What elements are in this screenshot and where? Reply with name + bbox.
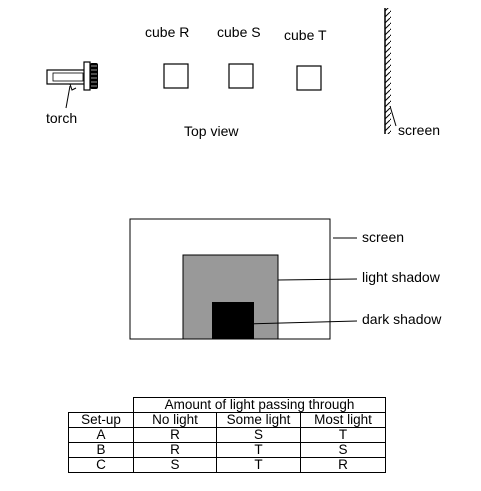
light-shadow-pointer [277,278,358,281]
table-cell: T [300,427,386,443]
table-row: B R T S [68,442,386,458]
table-cell: S [300,442,386,458]
table-cell: R [133,442,217,458]
screen-top-pointer [389,105,397,127]
table-cell: B [68,442,134,458]
table-header-row: Amount of light passing through [68,397,386,413]
torch-label: torch [46,110,77,126]
light-shadow-label: light shadow [362,269,441,285]
dark-shadow-pointer [244,320,358,325]
cube-r-label: cube R [145,24,189,40]
table-col-header: Set-up [68,412,134,428]
table-cell: S [133,457,217,473]
table-cell: C [68,457,134,473]
cube-t-label: cube T [284,27,327,43]
dark-shadow [212,302,254,339]
table-cell: R [300,457,386,473]
table-cell: T [216,442,301,458]
torch-icon [46,61,98,91]
table-corner-cell [68,397,134,413]
cube-t: cube T [284,27,327,91]
torch-pointer [65,85,71,109]
screen-front-label: screen [362,229,404,245]
table-row: A R S T [68,427,386,443]
table-col-header: Most light [300,412,386,428]
cube-s-label: cube S [217,24,261,40]
cube-r: cube R [145,24,189,89]
dark-shadow-label: dark shadow [362,311,442,327]
table-cell: T [216,457,301,473]
screen-top-view [384,8,391,134]
results-table: Amount of light passing through Set-up N… [68,397,386,473]
top-view-caption: Top view [184,123,239,139]
screen-top-label: screen [398,122,440,138]
table-col-header: No light [133,412,217,428]
table-row: C S T R [68,457,386,473]
table-cell: S [216,427,301,443]
table-cell: A [68,427,134,443]
table-span-header: Amount of light passing through [133,397,386,413]
table-column-row: Set-up No light Some light Most light [68,412,386,428]
table-cell: R [133,427,217,443]
cube-s: cube S [217,24,261,89]
table-col-header: Some light [216,412,301,428]
